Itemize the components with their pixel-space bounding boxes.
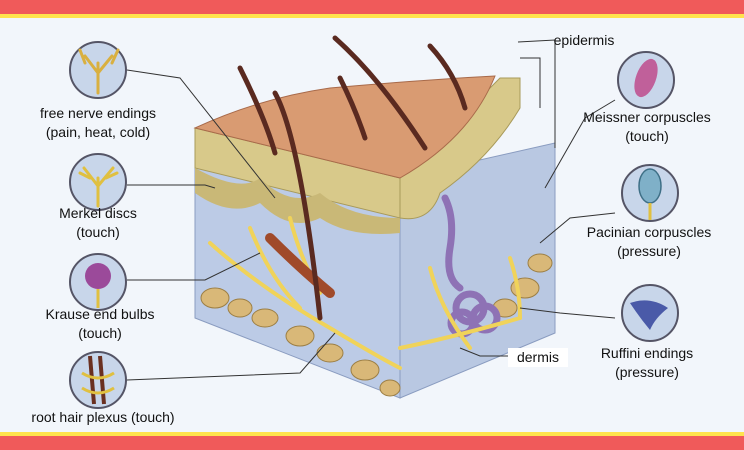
epidermis-label: epidermis	[544, 31, 624, 50]
skin-diagram: free nerve endings (pain, heat, cold) Me…	[0, 18, 744, 432]
free-nerve-endings-label: free nerve endings (pain, heat, cold)	[18, 104, 178, 142]
bottom-frame-border	[0, 432, 744, 450]
krause-end-bulbs-label: Krause end bulbs (touch)	[25, 305, 175, 343]
skin-block	[193, 35, 556, 399]
meissner-corpuscles-icon	[617, 51, 675, 109]
krause-end-bulbs-name: Krause end bulbs	[45, 306, 155, 322]
root-hair-plexus-name: root hair plexus (touch)	[31, 409, 175, 425]
ruffini-endings-name: Ruffini endings	[600, 345, 694, 361]
merkel-discs-name: Merkel discs	[59, 205, 137, 221]
merkel-discs-label: Merkel discs (touch)	[38, 204, 158, 242]
meissner-corpuscles-function: (touch)	[625, 128, 669, 144]
merkel-discs-function: (touch)	[76, 224, 120, 240]
meissner-corpuscles-name: Meissner corpuscles	[583, 109, 711, 125]
pacinian-corpuscles-function: (pressure)	[617, 243, 681, 259]
ruffini-endings-label: Ruffini endings (pressure)	[582, 344, 712, 382]
skin-cross-section	[69, 35, 679, 409]
root-hair-plexus-label: root hair plexus (touch)	[14, 408, 192, 427]
free-nerve-endings-name: free nerve endings	[40, 105, 156, 121]
leader-lines	[126, 39, 616, 381]
free-nerve-endings-function: (pain, heat, cold)	[45, 124, 151, 140]
krause-end-bulbs-icon	[69, 253, 127, 311]
epidermis-name: epidermis	[553, 32, 615, 48]
free-nerve-endings-icon	[69, 41, 127, 99]
krause-end-bulbs-function: (touch)	[78, 325, 122, 341]
ruffini-endings-icon	[621, 284, 679, 342]
meissner-corpuscles-label: Meissner corpuscles (touch)	[562, 108, 732, 146]
top-frame-border	[0, 0, 744, 18]
ruffini-endings-function: (pressure)	[615, 364, 679, 380]
pacinian-corpuscles-icon	[621, 164, 679, 222]
root-hair-plexus-icon	[69, 351, 127, 409]
merkel-discs-icon	[69, 153, 127, 211]
pacinian-corpuscles-name: Pacinian corpuscles	[586, 224, 712, 240]
dermis-label: dermis	[508, 348, 568, 367]
dermis-name: dermis	[516, 349, 559, 365]
pacinian-corpuscles-label: Pacinian corpuscles (pressure)	[566, 223, 732, 261]
